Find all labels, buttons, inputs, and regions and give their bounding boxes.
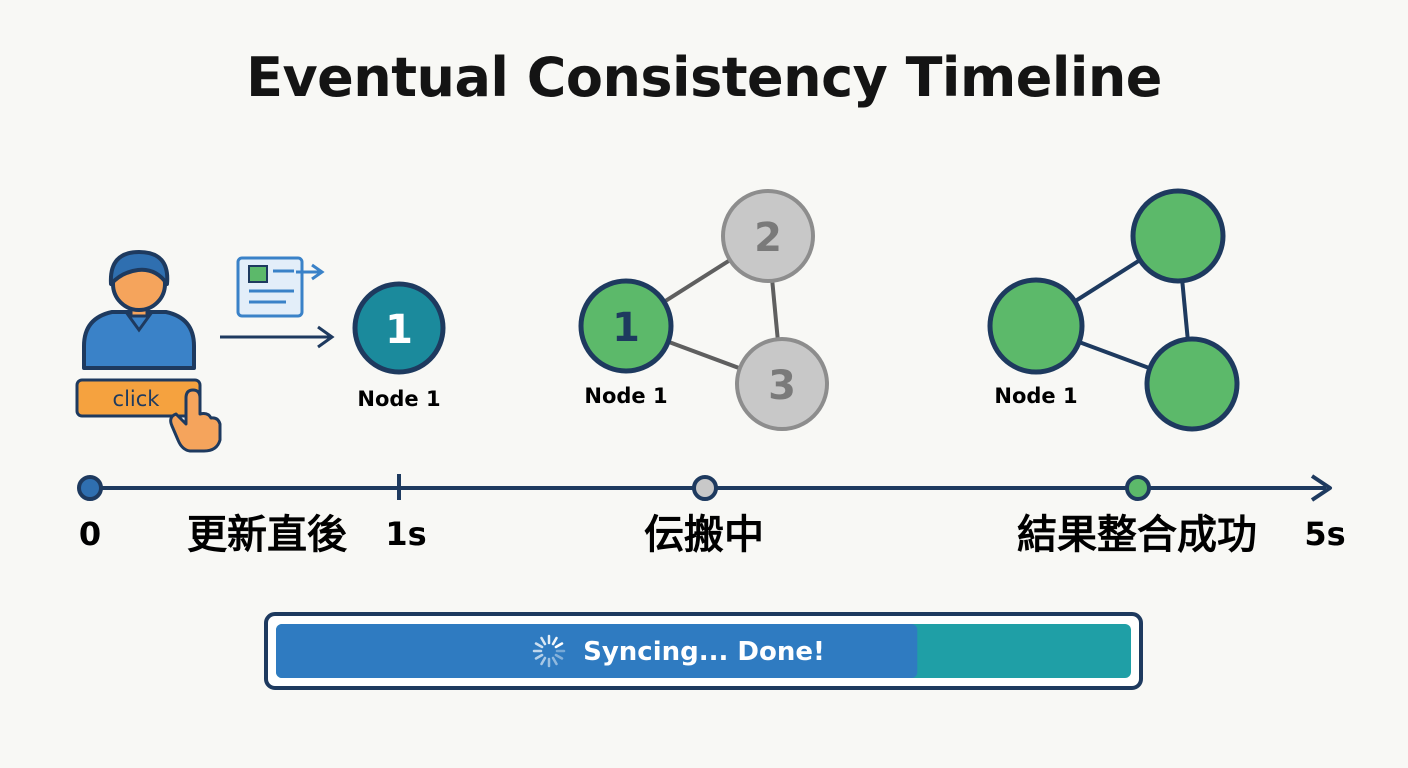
phase-label-propagating: 伝搬中 bbox=[644, 512, 764, 558]
stage2-node-1-number: 1 bbox=[612, 305, 640, 351]
progress-fill bbox=[276, 624, 918, 678]
document-send-arrow bbox=[296, 263, 325, 281]
stage3-node-2 bbox=[1130, 188, 1226, 284]
spinner-dash bbox=[534, 653, 544, 660]
spinner-dash bbox=[540, 636, 547, 646]
phase-label-eventually-consistent: 結果整合成功 bbox=[1017, 512, 1257, 558]
click-button[interactable]: click bbox=[75, 378, 202, 418]
page-title: Eventual Consistency Timeline bbox=[246, 46, 1162, 109]
sync-progress-bar: Syncing... Done! bbox=[264, 612, 1143, 690]
request-arrow bbox=[220, 325, 335, 349]
user-figure bbox=[82, 250, 196, 370]
pointer-hand-icon bbox=[169, 388, 222, 453]
stage2-node-3-number: 3 bbox=[768, 363, 796, 409]
stage2-node-1: 1 bbox=[578, 278, 674, 374]
progress-label: Syncing... Done! bbox=[583, 637, 825, 667]
spinner-dash bbox=[554, 653, 564, 660]
spinner-dash bbox=[540, 656, 547, 666]
user-torso bbox=[82, 310, 196, 370]
tick-label-5s: 5s bbox=[1304, 515, 1345, 553]
spinner-icon bbox=[532, 634, 566, 668]
timeline-start-marker bbox=[77, 475, 103, 501]
timeline-propagating-marker bbox=[692, 475, 718, 501]
user-collar bbox=[124, 311, 154, 333]
spinner-dash bbox=[554, 642, 564, 649]
phase-label-immediately-after-update: 更新直後 bbox=[187, 512, 348, 558]
spinner-dash bbox=[534, 642, 544, 649]
spinner-dash bbox=[551, 636, 558, 646]
document-icon bbox=[236, 256, 304, 318]
stage1-node-number: 1 bbox=[385, 307, 413, 353]
timeline-consistent-marker bbox=[1125, 475, 1151, 501]
stage1-node-1: 1 bbox=[352, 281, 446, 375]
tick-label-0: 0 bbox=[79, 515, 101, 553]
stage3-node-1 bbox=[987, 277, 1085, 375]
spinner-dash bbox=[551, 656, 558, 666]
user-hair bbox=[108, 250, 170, 286]
stage2-node-2-number: 2 bbox=[754, 215, 782, 261]
stage3-node-3 bbox=[1144, 336, 1240, 432]
stage2-node-label: Node 1 bbox=[584, 384, 667, 408]
stage2-node-3: 3 bbox=[735, 337, 829, 431]
stage3-node-label: Node 1 bbox=[994, 384, 1077, 408]
stage1-node-label: Node 1 bbox=[357, 387, 440, 411]
stage2-node-2: 2 bbox=[721, 189, 815, 283]
click-button-label: click bbox=[113, 387, 161, 411]
tick-label-1s: 1s bbox=[385, 515, 426, 553]
